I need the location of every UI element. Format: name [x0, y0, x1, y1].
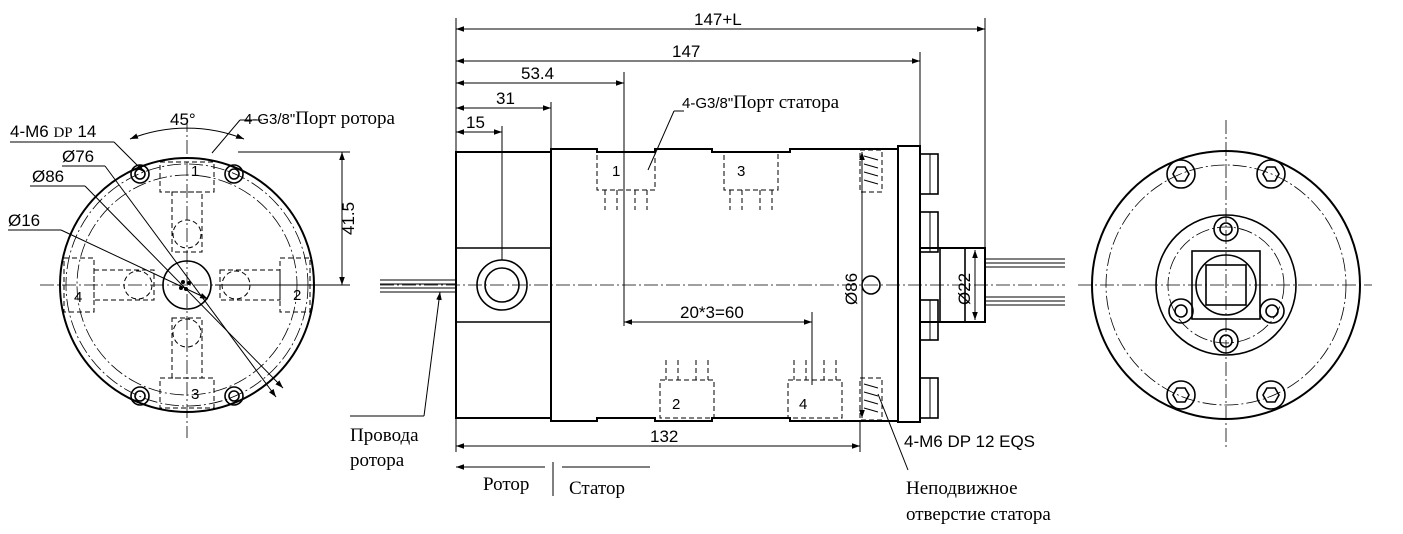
m6-eqs-label: 4-M6 DP 12 EQS — [904, 432, 1035, 451]
side-port-3: 3 — [737, 163, 745, 180]
dia-16-label: Ø16 — [8, 211, 40, 230]
front-center-bore — [162, 260, 212, 310]
rotor-wires-left — [380, 279, 456, 293]
side-port-2: 2 — [672, 396, 680, 413]
rear-outer-circle — [1091, 150, 1361, 420]
rear-square-flange — [1191, 250, 1261, 320]
dimension-147: 147 — [672, 42, 700, 61]
dia-76-label: Ø76 — [62, 147, 94, 166]
stator-bottom-ports — [659, 360, 843, 419]
fixed-hole-label-2: отверстие статора — [906, 504, 1051, 525]
rotor-port-label: 4-G3/8"Порт ротора — [244, 108, 396, 129]
stator-wires-right — [985, 258, 1065, 306]
dimension-53-4: 53.4 — [521, 64, 554, 83]
side-port-4: 4 — [799, 396, 807, 413]
front-port-4: 4 — [74, 289, 82, 306]
dimension-132: 132 — [650, 427, 678, 446]
front-port-3: 3 — [191, 386, 199, 403]
dimension-147-plus-l: 147+L — [694, 10, 742, 29]
output-hub — [919, 247, 986, 323]
dia-86-label: Ø86 — [32, 167, 64, 186]
dimension-pitch: 20*3=60 — [680, 303, 744, 322]
front-port-channels — [63, 161, 311, 409]
front-port-2: 2 — [293, 287, 301, 304]
dimension-dia-86-side: Ø86 — [842, 273, 861, 305]
stator-top-ports — [596, 151, 779, 210]
side-port-1: 1 — [612, 163, 620, 180]
stator-label: Статор — [569, 478, 625, 499]
dimension-41-5: 41.5 — [339, 202, 358, 235]
front-port-1: 1 — [191, 163, 199, 180]
m6-front-label: 4-M6 DP 14 — [10, 122, 96, 141]
dimension-31: 31 — [496, 89, 515, 108]
stator-port-label: 4-G3/8"Порт статора — [682, 92, 840, 113]
stator-flange — [897, 145, 921, 423]
dimension-dia-22: Ø22 — [955, 273, 974, 305]
angle-dimension: 45° — [170, 110, 196, 129]
front-view: 1 2 3 4 45° 41.5 4-M6 DP 14 Ø76 Ø86 Ø16 … — [8, 108, 396, 438]
flange-bolt-heads — [919, 153, 939, 419]
rotor-wires-label-1: Провода — [350, 425, 419, 446]
rotor-wires-label-2: ротора — [350, 450, 405, 471]
dimension-15: 15 — [466, 113, 485, 132]
rotor-label: Ротор — [483, 474, 529, 495]
front-mounting-holes — [130, 164, 244, 406]
rear-hub-circle — [1155, 214, 1297, 356]
side-view: 1 3 2 4 — [350, 10, 1065, 525]
wire-bundle-end — [179, 280, 191, 291]
rear-view — [1078, 120, 1372, 450]
fixed-hole-label-1: Неподвижное — [906, 478, 1018, 499]
rear-bolt-heads — [1166, 159, 1286, 410]
